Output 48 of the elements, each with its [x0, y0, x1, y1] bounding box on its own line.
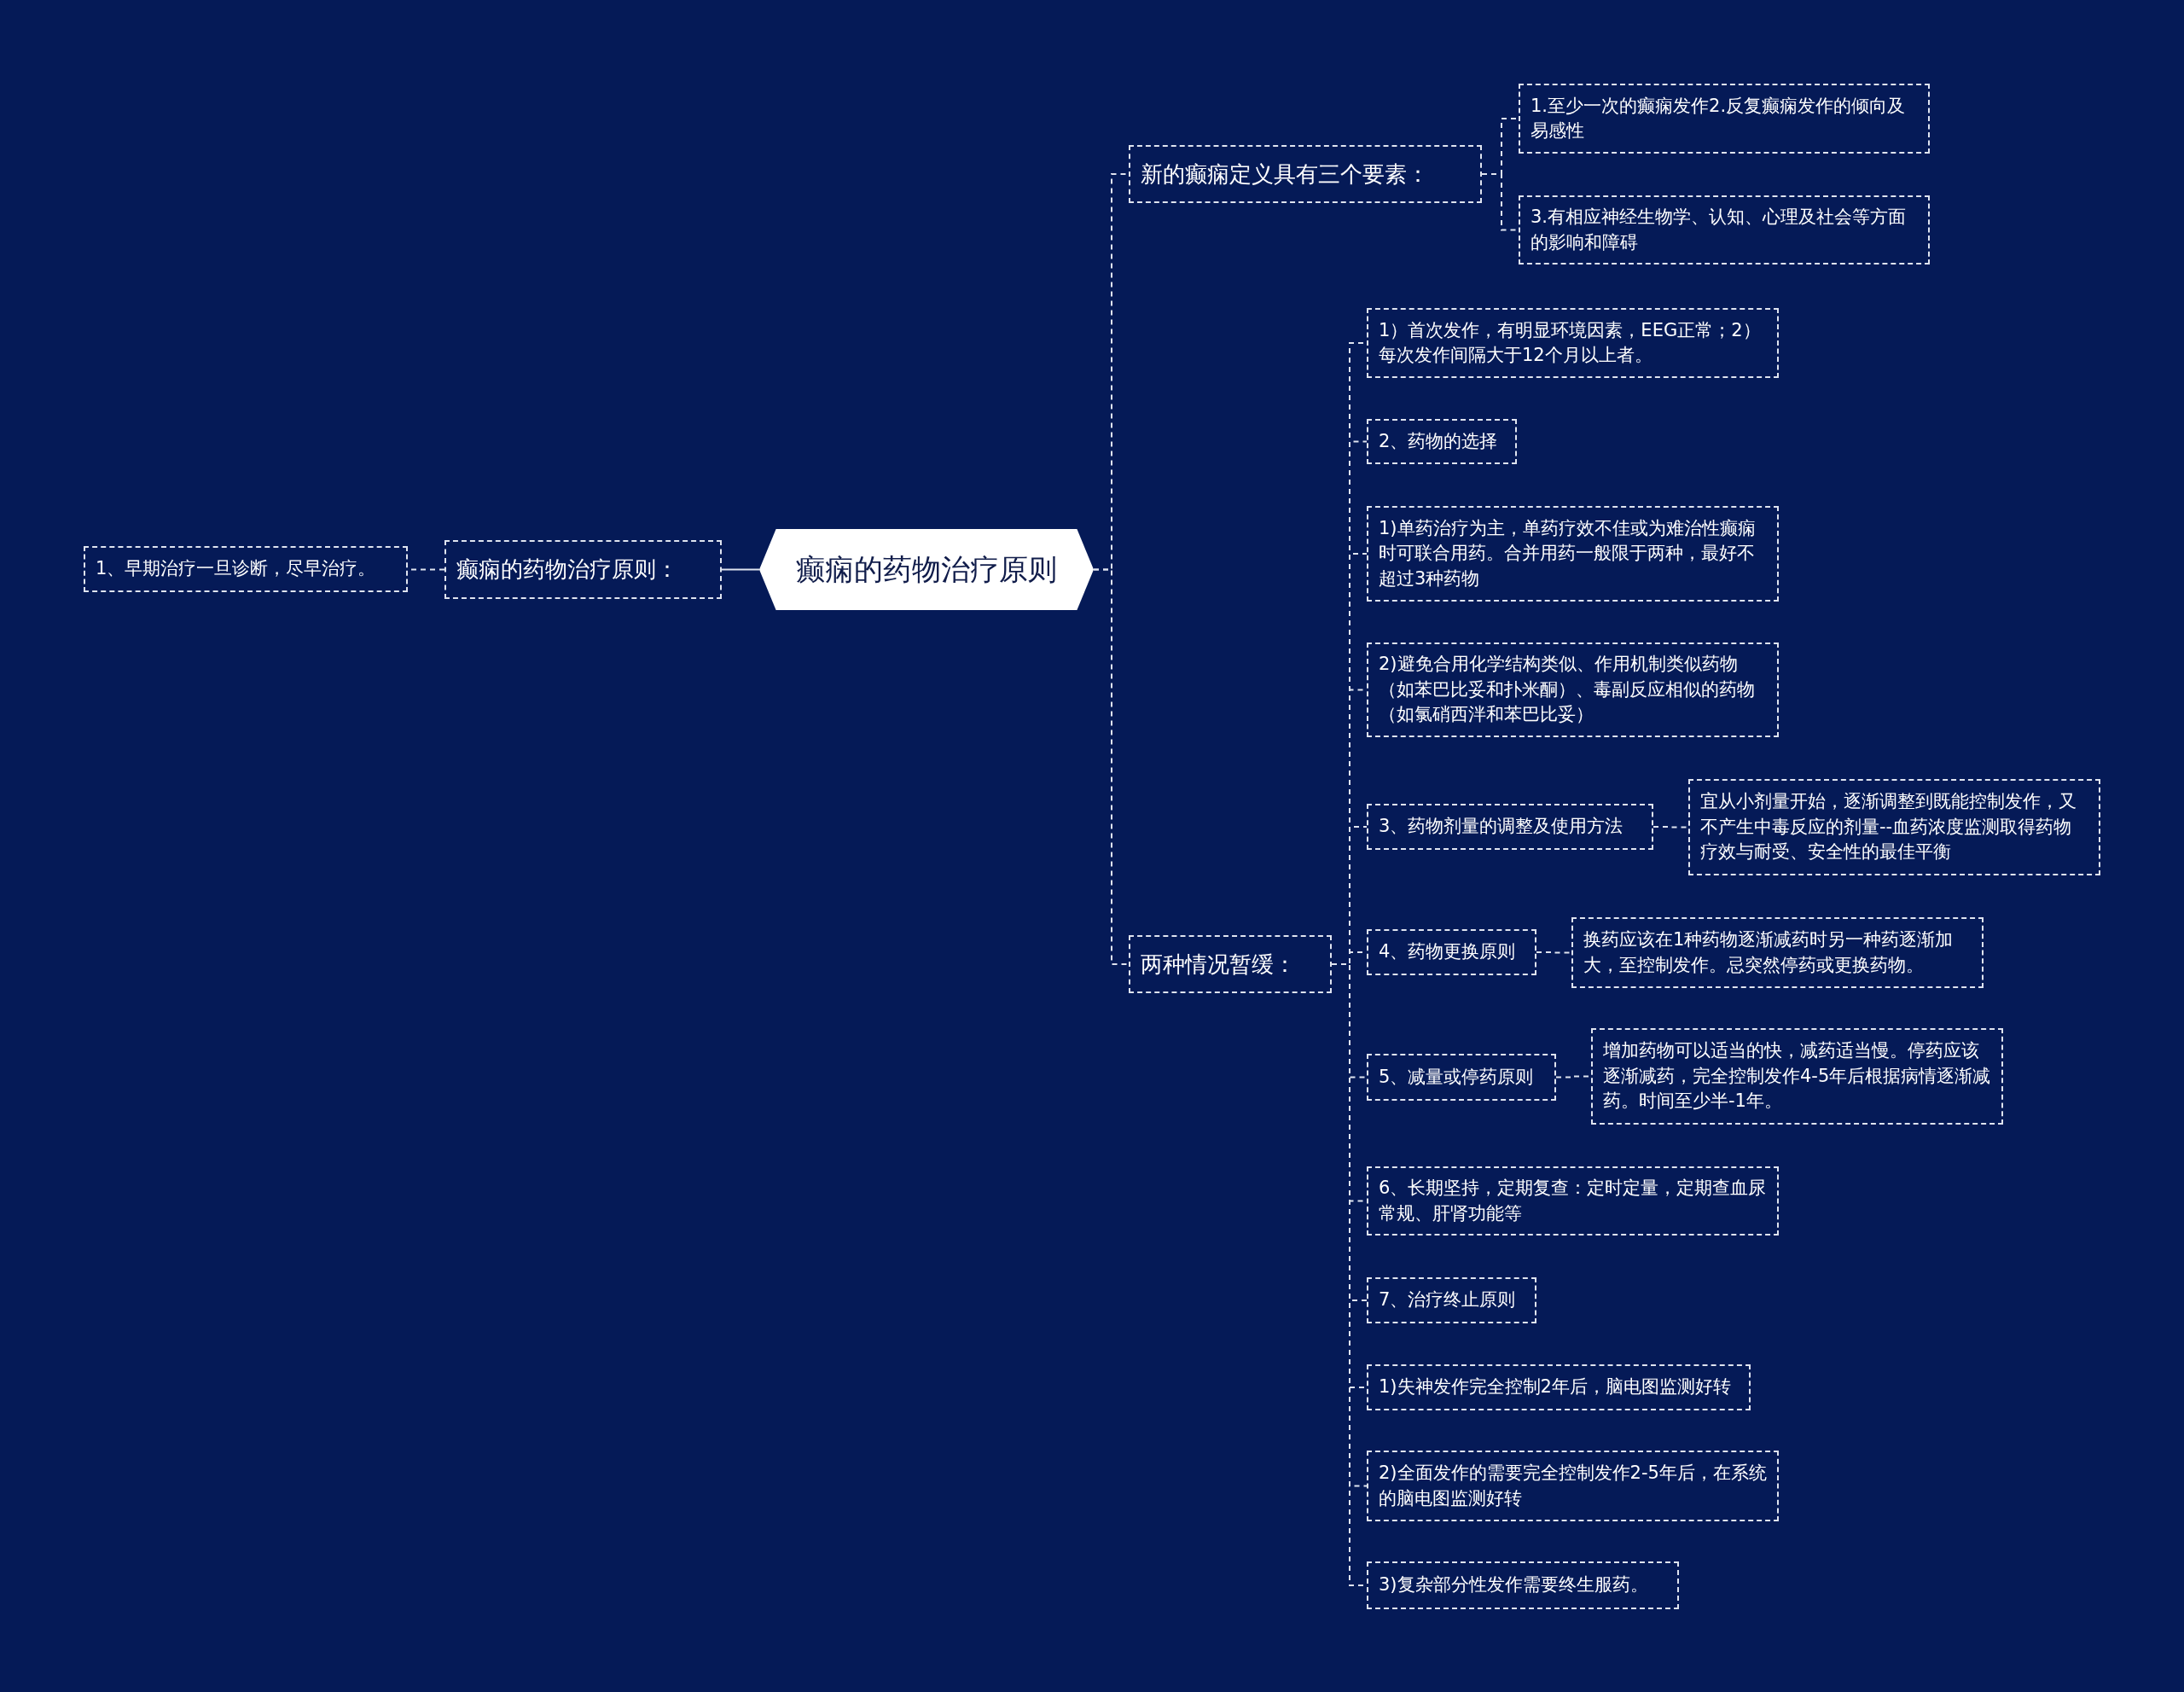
- root-hexagon: [759, 529, 1094, 610]
- node-text: 2)避免合用化学结构类似、作用机制类似药物（如苯巴比妥和扑米酮）、毒副反应相似的药物（如氯硝西泮和苯巴比妥）: [1379, 653, 1756, 727]
- node-text: 3.有相应神经生物学、认知、心理及社会等方面的影响和障碍: [1531, 206, 1908, 254]
- leaf-box: [1591, 1028, 2003, 1125]
- connector-line: [721, 568, 760, 571]
- node-text: 3)复杂部分性发作需要终生服药。: [1379, 1573, 1648, 1597]
- node-text: 新的癫痫定义具有三个要素：: [1141, 160, 1429, 189]
- leaf-box: [1367, 804, 1653, 850]
- leaf-box: [1367, 1166, 1779, 1236]
- node-text: 癫痫的药物治疗原则：: [456, 555, 678, 584]
- leaf-box: [1519, 195, 1930, 265]
- leaf-box: [1367, 1054, 1556, 1101]
- node-text: 5、减量或停药原则: [1379, 1065, 1534, 1089]
- leaf-box: [1367, 929, 1536, 975]
- connector-line: [1093, 568, 1130, 965]
- leaf-box: [1367, 1277, 1536, 1323]
- node-text: 宜从小剂量开始，逐渐调整到既能控制发作，又不产生中毒反应的剂量--血药浓度监测取得药物疗效与耐受、安全性的最佳平衡: [1700, 790, 2077, 864]
- node-text: 2)全面发作的需要完全控制发作2-5年后，在系统的脑电图监测好转: [1379, 1462, 1767, 1510]
- leaf-box: [1367, 1364, 1751, 1410]
- connector-line: [1536, 951, 1572, 954]
- node-text: 增加药物可以适当的快，减药适当慢。停药应该逐渐减药，完全控制发作4-5年后根据病情逐渐减药。时间至少半-1年。: [1603, 1039, 1991, 1113]
- leaf-box: [1367, 642, 1779, 737]
- leaf-box: [1367, 506, 1779, 602]
- leaf-box: [1367, 419, 1517, 464]
- leaf-box: [1571, 917, 1984, 988]
- leaf-box: [1519, 84, 1930, 154]
- node-text: 1、早期治疗一旦诊断，尽早治疗。: [96, 557, 376, 581]
- node-text: 两种情况暂缓：: [1141, 950, 1296, 979]
- node-text: 1)失神发作完全控制2年后，脑电图监测好转: [1379, 1375, 1731, 1399]
- node-text: 4、药物更换原则: [1379, 940, 1516, 964]
- branch-box: [1129, 145, 1482, 203]
- node-text: 1.至少一次的癫痫发作2.反复癫痫发作的倾向及易感性: [1531, 94, 1907, 142]
- branch-box: [444, 540, 722, 599]
- connector-line: [1653, 826, 1689, 829]
- leaf-box: [1688, 779, 2100, 875]
- leaf-box: [1367, 308, 1779, 378]
- node-text: 癫痫的药物治疗原则: [796, 551, 1057, 588]
- node-text: 换药应该在1种药物逐渐减药时另一种药逐渐加大，至控制发作。忌突然停药或更换药物。: [1583, 928, 1955, 977]
- branch-box: [1129, 935, 1332, 993]
- node-text: 1）首次发作，有明显环境因素，EEG正常；2）每次发作间隔大于12个月以上者。: [1379, 318, 1762, 367]
- leaf-box: [1367, 1561, 1679, 1609]
- node-text: 1)单药治疗为主，单药疗效不佳或为难治性癫痫时可联合用药。合并用药一般限于两种，最好不超过3种药物: [1379, 516, 1757, 590]
- node-text: 2、药物的选择: [1379, 429, 1498, 453]
- node-text: 7、治疗终止原则: [1379, 1288, 1516, 1312]
- node-text: 3、药物剂量的调整及使用方法: [1379, 815, 1623, 839]
- node-text: 6、长期坚持，定期复查：定时定量，定期查血尿常规、肝肾功能等: [1379, 1177, 1767, 1225]
- leaf-box: [1367, 1451, 1779, 1521]
- leaf-box: [84, 546, 408, 592]
